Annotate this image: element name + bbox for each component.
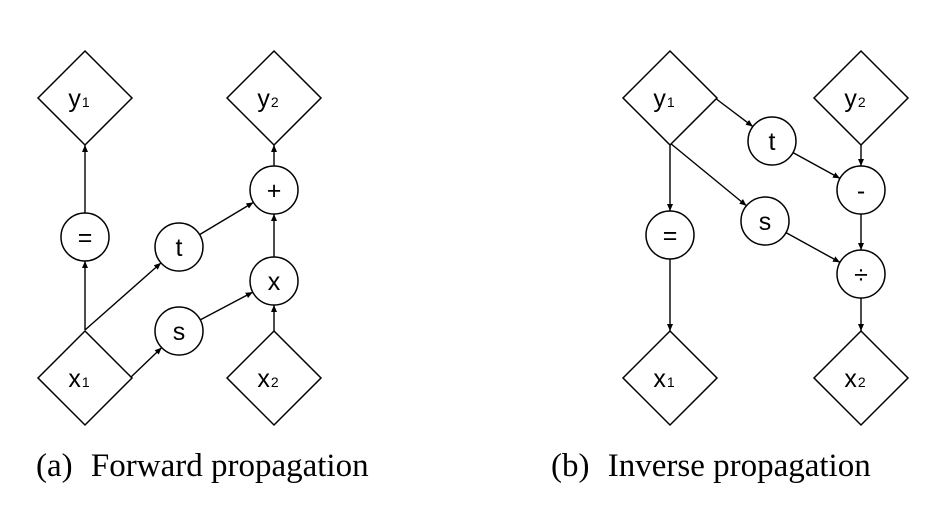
node-minus: - [836, 165, 886, 215]
edge-x1-to-s [129, 347, 163, 379]
diamond-shape [225, 49, 323, 147]
circle-shape [747, 116, 797, 166]
caption-text: Forward propagation [90, 448, 369, 484]
node-eq: = [645, 210, 695, 260]
circle-shape [60, 212, 110, 262]
node-y1: y1 [621, 49, 719, 147]
node-s: s [740, 196, 790, 246]
node-y2: y2 [812, 49, 910, 147]
node-y1: y1 [36, 49, 134, 147]
caption-forward: (a) Forward propagation [36, 448, 369, 485]
node-label: x [268, 268, 281, 296]
node-label: t [176, 234, 183, 262]
node-subscript: 1 [82, 94, 90, 110]
node-x2: x2 [225, 329, 323, 427]
node-label: - [857, 177, 865, 205]
node-t: t [747, 116, 797, 166]
node-label: ÷ [854, 261, 868, 289]
circle-shape [740, 196, 790, 246]
caption-label: (b) [551, 448, 590, 484]
node-subscript: 2 [858, 94, 866, 110]
node-plus: + [249, 165, 299, 215]
node-x1: x1 [621, 329, 719, 427]
edge-y1-to-t [714, 97, 754, 128]
edge-t-to-minus [792, 151, 841, 180]
node-label: = [663, 222, 678, 250]
node-div: ÷ [836, 249, 886, 299]
node-subscript: 1 [667, 94, 675, 110]
diamond-shape [36, 329, 134, 427]
node-y2: y2 [225, 49, 323, 147]
circle-shape [249, 256, 299, 306]
circle-shape [154, 222, 204, 272]
edge-s-to-mul [199, 291, 254, 321]
node-x2: x2 [812, 329, 910, 427]
node-subscript: 2 [858, 374, 866, 390]
circle-shape [249, 165, 299, 215]
node-subscript: 1 [82, 374, 90, 390]
circle-shape [645, 210, 695, 260]
edge-x1-to-t [84, 262, 162, 331]
node-label: = [78, 224, 93, 252]
caption-label: (a) [36, 448, 73, 484]
edge-s-to-div [785, 231, 841, 264]
node-eq: = [60, 212, 110, 262]
circle-shape [836, 249, 886, 299]
diamond-shape [225, 329, 323, 427]
node-label: s [759, 208, 772, 236]
circle-shape [836, 165, 886, 215]
edge-t-to-plus [199, 201, 254, 236]
node-mul: x [249, 256, 299, 306]
diamond-shape [812, 329, 910, 427]
node-label: s [173, 318, 186, 346]
node-subscript: 2 [271, 94, 279, 110]
node-subscript: 1 [667, 374, 675, 390]
caption-inverse: (b) Inverse propagation [551, 448, 871, 485]
diamond-shape [812, 49, 910, 147]
inverse-propagation-graph: y1 y2 x1 x2 = t s - ÷ [621, 49, 910, 427]
diamond-shape [621, 49, 719, 147]
diamond-shape [36, 49, 134, 147]
edge-y1-to-s [669, 142, 747, 207]
node-t: t [154, 222, 204, 272]
coupling-layer-diagram: y1 y2 x1 x2 = t s + x y1 y2 x1 x2 = t s - ÷ [36, 49, 910, 427]
node-x1: x1 [36, 329, 134, 427]
node-subscript: 2 [271, 374, 279, 390]
node-label: + [267, 177, 282, 205]
forward-propagation-graph: y1 y2 x1 x2 = t s + x [36, 49, 323, 427]
circle-shape [154, 306, 204, 356]
diamond-shape [621, 329, 719, 427]
node-label: t [769, 128, 776, 156]
caption-text: Inverse propagation [607, 448, 871, 484]
node-s: s [154, 306, 204, 356]
